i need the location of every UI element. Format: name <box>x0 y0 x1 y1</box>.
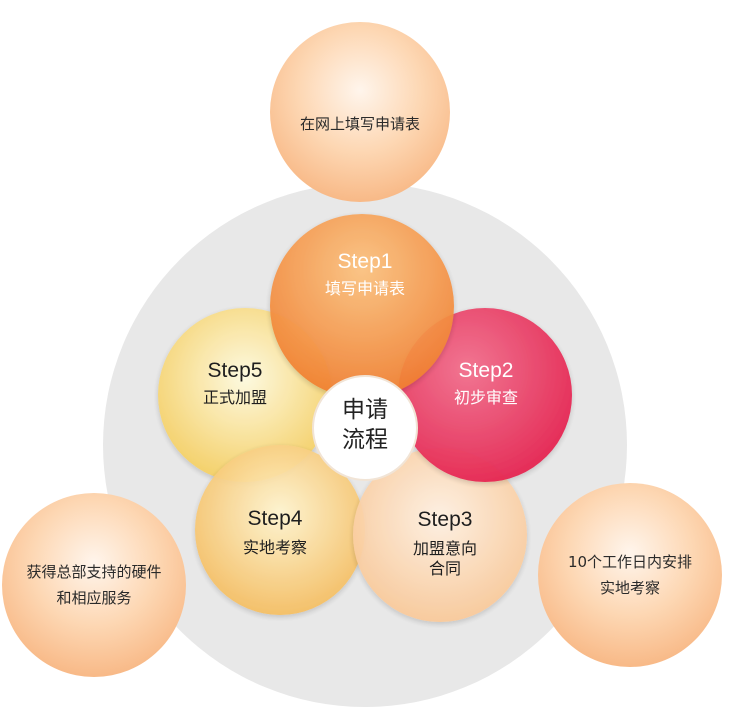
step3-label: 加盟意向 <box>412 539 477 559</box>
outer-top-text: 在网上填写申请表 <box>270 115 450 134</box>
outer-circle-hq-support <box>2 493 186 677</box>
step2-text: Step2 初步审查 <box>416 358 556 408</box>
outer-circle-site-visit <box>538 483 722 667</box>
step5-label: 正式加盟 <box>202 388 267 408</box>
step3-circle <box>353 448 527 622</box>
step2-title: Step2 <box>458 359 514 382</box>
step1-text: Step1 填写申请表 <box>290 249 440 299</box>
step5-title: Step5 <box>207 359 263 382</box>
center-line1: 申请 <box>342 397 388 423</box>
outer-top-line1: 在网上填写申请表 <box>299 115 420 133</box>
step4-label: 实地考察 <box>242 538 307 558</box>
outer-right-text: 10个工作日内安排 实地考察 <box>540 550 720 601</box>
outer-left-text: 获得总部支持的硬件 和相应服务 <box>4 560 184 611</box>
step3-title: Step3 <box>417 508 473 531</box>
step1-title: Step1 <box>337 250 393 273</box>
outer-left-line2: 和相应服务 <box>56 588 132 607</box>
step2-label: 初步审查 <box>453 388 518 408</box>
step5-text: Step5 正式加盟 <box>165 358 305 408</box>
step3-label-line2: 合同 <box>428 559 461 579</box>
step4-circle <box>195 445 365 615</box>
center-line2: 流程 <box>342 426 388 453</box>
outer-right-line1: 10个工作日内安排 <box>567 553 693 571</box>
step1-label: 填写申请表 <box>324 279 405 299</box>
outer-left-line1: 获得总部支持的硬件 <box>26 563 162 581</box>
center-text: 申请 流程 <box>315 396 415 456</box>
step1-circle <box>270 214 454 398</box>
step3-text: Step3 加盟意向 合同 <box>375 507 515 579</box>
outer-circle-apply-online <box>270 22 450 202</box>
step4-title: Step4 <box>247 507 303 530</box>
center-circle <box>312 375 418 481</box>
step4-text: Step4 实地考察 <box>205 506 345 558</box>
outer-right-line2: 实地考察 <box>599 578 660 597</box>
